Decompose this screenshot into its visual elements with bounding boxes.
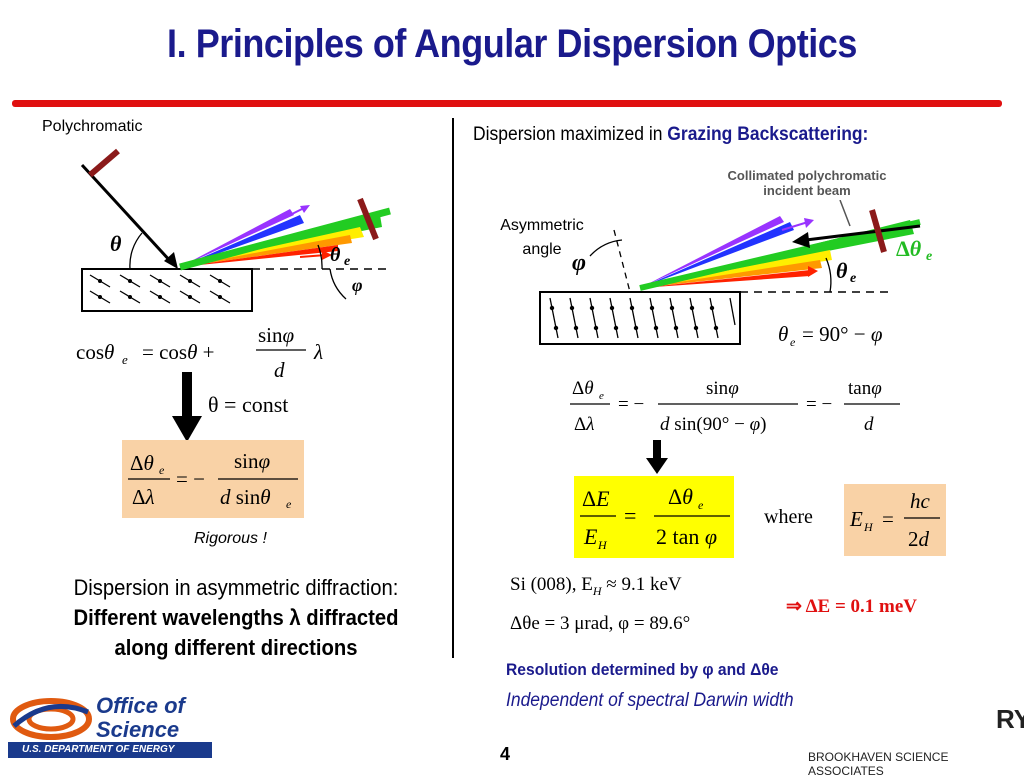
page-number: 4: [500, 744, 511, 764]
svg-text:sinφ: sinφ: [706, 378, 739, 399]
beam-label-line-1: Collimated polychromatic: [727, 168, 887, 183]
heading-prefix: Dispersion maximized in: [473, 124, 668, 145]
svg-text:= −: = −: [618, 394, 644, 415]
org-name: BROOKHAVEN SCIENCE ASSOCIATES: [808, 750, 949, 778]
heading-emphasis: Grazing Backscattering:: [667, 124, 869, 145]
title-underline: [12, 100, 1002, 107]
rigorous-label: Rigorous !: [194, 530, 267, 547]
svg-text:λ: λ: [313, 340, 323, 364]
logo-subtitle: U.S. DEPARTMENT OF ENERGY: [8, 742, 212, 758]
si-line-2: Δθe = 3 μrad, φ = 89.6°: [510, 613, 691, 634]
doe-swoosh-icon: [10, 698, 92, 740]
independent-line: Independent of spectral Darwin width: [506, 690, 794, 711]
resolution-line: Resolution determined by φ and Δθe: [506, 660, 779, 679]
svg-text:ΔE: ΔE: [582, 486, 610, 511]
svg-text:e: e: [122, 352, 128, 367]
svg-text:e: e: [344, 254, 350, 269]
svg-text:Δθ: Δθ: [668, 484, 693, 509]
dispersion-rate-formula: Δθ e Δλ = − sinφ d sinθ e: [122, 440, 304, 518]
asymmetric-angle-label: Asymmetric angle: [490, 214, 594, 262]
svg-text:θ: θ: [110, 231, 122, 256]
svg-text:φ: φ: [572, 250, 586, 276]
svg-text:e: e: [599, 390, 604, 402]
exit-angle-equation: θ e = 90° − φ: [778, 322, 883, 349]
grating-equation: cosθ e = cosθ + sinφ d λ: [76, 323, 323, 382]
svg-text:2d: 2d: [908, 527, 930, 551]
svg-text:e: e: [286, 497, 292, 511]
svg-text:e: e: [698, 498, 704, 512]
svg-text:θ: θ: [836, 258, 848, 283]
svg-text:E: E: [583, 524, 598, 549]
left-caption: Dispersion in asymmetric diffraction: Di…: [20, 573, 452, 663]
svg-text:θ: θ: [330, 244, 341, 266]
svg-text:H: H: [597, 538, 608, 552]
energy-resolution-result: ⇒ ΔE = 0.1 meV: [786, 596, 918, 617]
svg-text:θ: θ: [778, 322, 788, 346]
caption-line-1: Dispersion in asymmetric diffraction:: [73, 575, 399, 600]
svg-text:d: d: [864, 414, 874, 435]
right-heading: Dispersion maximized in Grazing Backscat…: [473, 124, 868, 146]
si-line-1-main: Si (008), E: [510, 574, 593, 595]
theta-const-label: θ = const: [208, 392, 289, 417]
svg-text:cosθ: cosθ: [76, 340, 114, 364]
eh-formula: E H = hc 2d: [844, 484, 946, 556]
backscattering-dispersion-formula: Δθ e Δλ = − sinφ d sin(90° − φ) = − tanφ…: [570, 378, 900, 435]
energy-resolution-formula: ΔE E H = Δθ e 2 tan φ: [574, 476, 734, 558]
backscattering-diagram: φ θ e Δθ e: [539, 200, 932, 345]
svg-text:= cosθ +: = cosθ +: [142, 340, 215, 364]
slide-title: I. Principles of Angular Dispersion Opti…: [167, 22, 857, 66]
down-arrow-left: [172, 372, 202, 442]
svg-text:d: d: [274, 358, 285, 382]
svg-text:Δθ: Δθ: [572, 378, 594, 399]
svg-text:d sinθ: d sinθ: [220, 485, 271, 509]
svg-text:hc: hc: [910, 489, 931, 513]
caption-line-3: along different directions: [114, 635, 358, 660]
svg-text:e: e: [159, 463, 165, 477]
svg-text:Δλ: Δλ: [132, 485, 155, 509]
office-of-science-logo: Office of Science U.S. DEPARTMENT OF ENE…: [0, 690, 215, 768]
svg-text:d sin(90° − φ): d sin(90° − φ): [660, 414, 766, 435]
svg-text:φ: φ: [352, 275, 363, 295]
svg-text:=: =: [882, 507, 894, 531]
svg-text:2 tan φ: 2 tan φ: [656, 524, 717, 549]
svg-text:=: =: [624, 503, 636, 528]
down-arrow-right: [646, 440, 668, 474]
svg-text:e: e: [850, 271, 856, 286]
svg-text:Δλ: Δλ: [574, 414, 594, 435]
svg-text:H: H: [863, 520, 874, 534]
si-line-1: Si (008), EH ≈ 9.1 keV: [510, 574, 682, 599]
si-line-1-sub: H: [592, 583, 602, 598]
svg-text:= −: = −: [806, 394, 832, 415]
svg-text:E: E: [849, 507, 863, 531]
svg-text:sinφ: sinφ: [234, 449, 271, 473]
beam-label-line-2: incident beam: [763, 183, 851, 198]
svg-text:Δθ: Δθ: [130, 451, 154, 475]
column-divider: [452, 118, 454, 658]
where-label: where: [764, 506, 813, 528]
svg-text:Δθ: Δθ: [896, 236, 922, 261]
svg-text:= 90° − φ: = 90° − φ: [802, 322, 883, 346]
incident-beam-label: Collimated polychromatic incident beam: [722, 168, 892, 198]
corner-fragment: RY: [996, 704, 1024, 734]
caption-line-2: Different wavelengths λ diffracted: [73, 605, 399, 630]
logo-line-1: Office of: [96, 693, 185, 718]
svg-text:sinφ: sinφ: [258, 323, 295, 347]
left-diffraction-diagram: θ θ e φ: [80, 148, 391, 312]
si-line-1-rest: ≈ 9.1 keV: [601, 574, 682, 595]
logo-line-2: Science: [96, 717, 180, 742]
asym-label-line-2: angle: [522, 241, 562, 258]
svg-text:e: e: [926, 249, 932, 264]
asym-label-line-1: Asymmetric: [500, 217, 584, 234]
polychromatic-label: Polychromatic: [42, 118, 143, 135]
svg-text:e: e: [790, 335, 796, 349]
svg-text:= −: = −: [176, 467, 205, 491]
svg-text:tanφ: tanφ: [848, 378, 882, 399]
